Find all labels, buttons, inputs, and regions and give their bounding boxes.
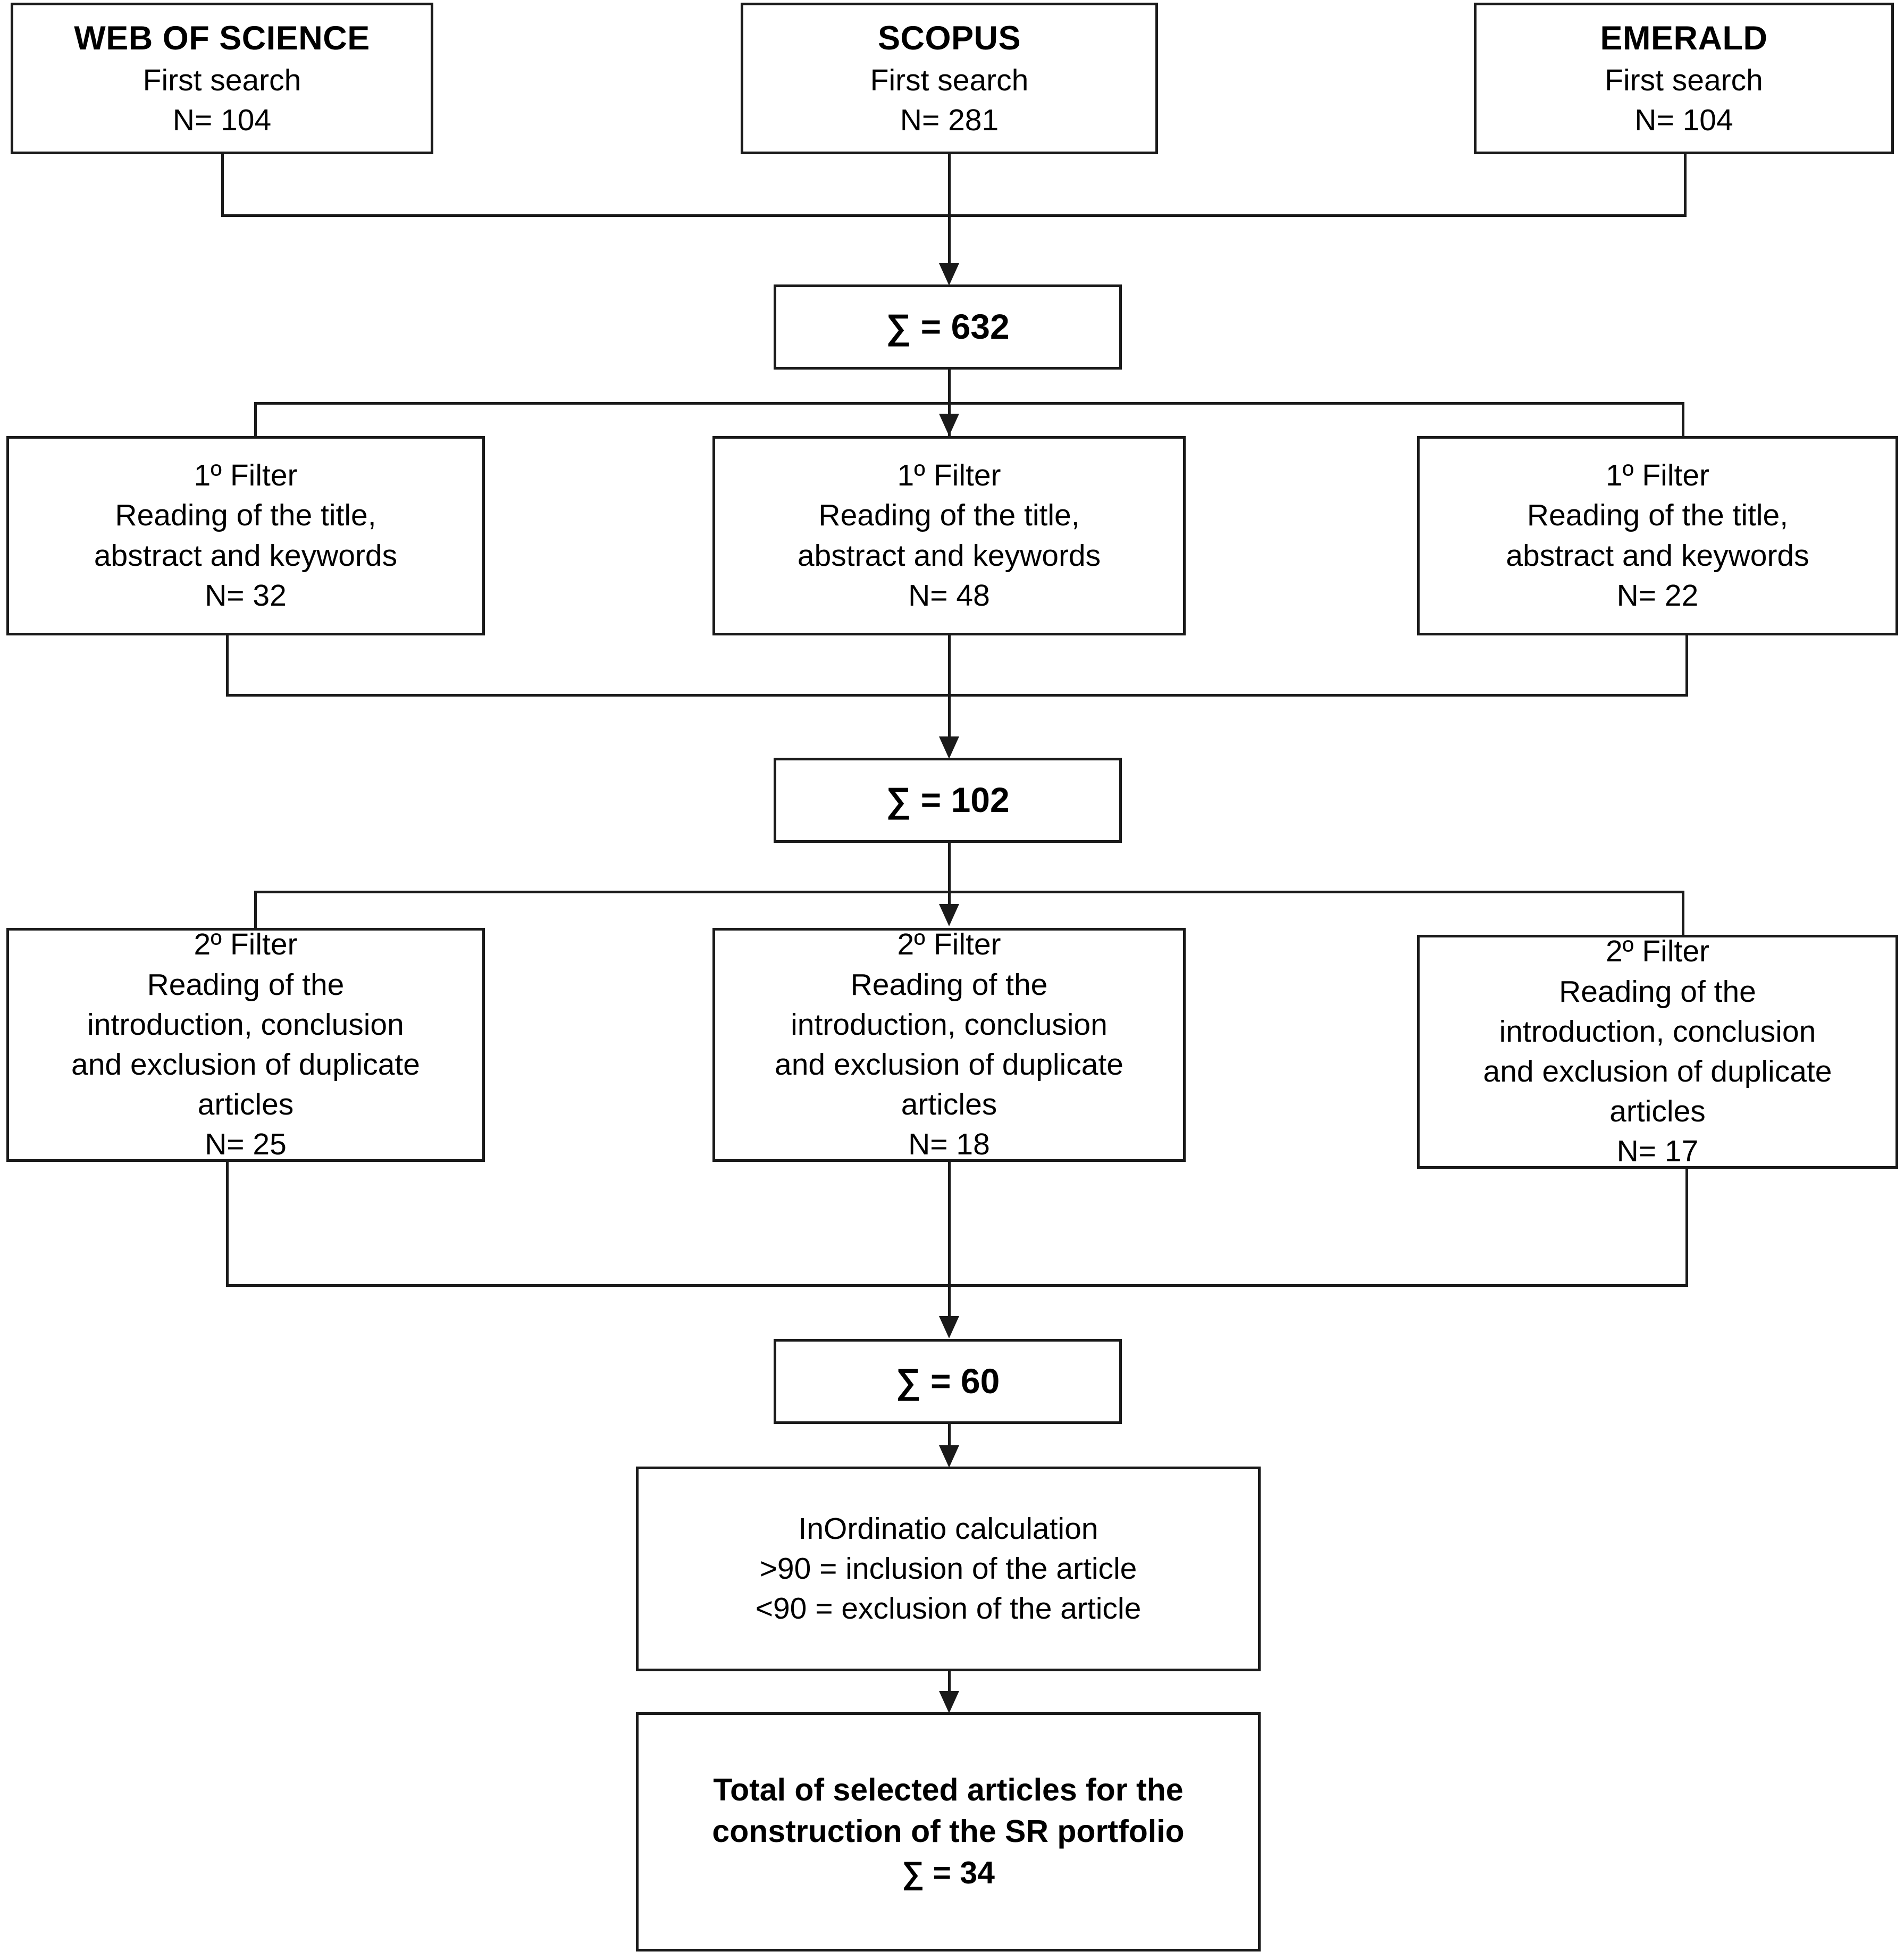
filter-count: N= 32 [205, 578, 287, 613]
source-box-web-of-science: WEB OF SCIENCE First search N= 104 [11, 3, 433, 154]
filter1-box-scopus: 1º Filter Reading of the title, abstract… [712, 436, 1186, 635]
final-portfolio-box: Total of selected articles for the const… [636, 1712, 1261, 1951]
filter-desc-2: abstract and keywords [94, 538, 398, 573]
arrowhead-to-filter2-scopus [939, 904, 959, 926]
connector-emerald-down [1684, 154, 1687, 217]
filter-desc-4: articles [901, 1087, 997, 1122]
sum-label: ∑ = 632 [886, 307, 1010, 347]
connector-sum102-down [948, 843, 951, 909]
arrowhead-to-sum-632 [939, 263, 959, 286]
filter-desc-1: Reading of the title, [115, 498, 376, 533]
filter-heading: 2º Filter [194, 927, 298, 962]
source-title: SCOPUS [877, 19, 1021, 57]
filter-desc-2: introduction, conclusion [1499, 1014, 1816, 1049]
filter-desc-2: introduction, conclusion [791, 1007, 1108, 1042]
sum-label: ∑ = 102 [886, 780, 1010, 820]
source-stage: First search [870, 63, 1029, 97]
connector-scopus-down [948, 154, 951, 269]
source-stage: First search [142, 63, 301, 97]
connector-calculation-down [948, 1671, 951, 1699]
filter-desc-1: Reading of the [850, 967, 1048, 1002]
connector-merge-bar-1 [221, 214, 1687, 217]
source-box-emerald: EMERALD First search N= 104 [1474, 3, 1894, 154]
sum-box-102: ∑ = 102 [774, 758, 1122, 843]
filter-count: N= 18 [908, 1127, 990, 1162]
connector-merge-bar-3 [226, 1284, 1688, 1287]
connector-filter1-wos-down [226, 635, 229, 697]
source-count: N= 281 [900, 103, 999, 138]
filter-desc-1: Reading of the [147, 967, 345, 1002]
connector-filter2-emerald-down [1685, 1169, 1688, 1287]
filter2-box-emerald: 2º Filter Reading of the introduction, c… [1417, 934, 1898, 1169]
filter-count: N= 22 [1616, 578, 1699, 613]
source-count: N= 104 [1634, 103, 1733, 138]
connector-split-left-1 [254, 402, 257, 436]
filter-desc-1: Reading of the title, [818, 498, 1080, 533]
sum-box-632: ∑ = 632 [774, 284, 1122, 370]
connector-split-right-2 [1682, 891, 1684, 936]
filter-heading: 1º Filter [1605, 458, 1710, 493]
connector-merge-bar-2 [226, 694, 1688, 697]
filter-desc-3: and exclusion of duplicate [775, 1048, 1123, 1082]
filter-heading: 2º Filter [1605, 934, 1710, 969]
connector-split-bar-1 [254, 402, 1684, 405]
filter-desc-3: and exclusion of duplicate [71, 1048, 420, 1082]
filter-count: N= 25 [205, 1127, 287, 1162]
filter-desc-2: abstract and keywords [1506, 538, 1809, 573]
filter-heading: 1º Filter [897, 458, 1001, 493]
filter-count: N= 48 [908, 578, 990, 613]
calculation-line-3: <90 = exclusion of the article [755, 1592, 1142, 1626]
final-line-3: ∑ = 34 [902, 1855, 995, 1890]
source-stage: First search [1605, 63, 1763, 97]
connector-wos-down [221, 154, 224, 217]
calculation-line-2: >90 = inclusion of the article [759, 1551, 1137, 1586]
connector-filter2-wos-down [226, 1162, 229, 1287]
filter-desc-3: and exclusion of duplicate [1483, 1054, 1832, 1088]
filter1-box-emerald: 1º Filter Reading of the title, abstract… [1417, 436, 1898, 635]
filter2-box-scopus: 2º Filter Reading of the introduction, c… [712, 927, 1186, 1162]
filter-heading: 2º Filter [897, 927, 1001, 962]
filter2-box-web-of-science: 2º Filter Reading of the introduction, c… [6, 927, 485, 1162]
sum-box-60: ∑ = 60 [774, 1339, 1122, 1424]
arrowhead-to-filter1-scopus [939, 414, 959, 436]
arrowhead-to-calculation [939, 1445, 959, 1468]
arrowhead-to-final [939, 1691, 959, 1713]
final-line-1: Total of selected articles for the [713, 1772, 1184, 1808]
connector-filter2-scopus-down [948, 1162, 951, 1319]
filter-heading: 1º Filter [194, 458, 298, 493]
source-box-scopus: SCOPUS First search N= 281 [741, 3, 1158, 154]
arrowhead-to-sum-60 [939, 1316, 959, 1338]
source-title: EMERALD [1600, 19, 1768, 57]
connector-sum60-down [948, 1424, 951, 1453]
filter-desc-2: abstract and keywords [797, 538, 1101, 573]
connector-filter1-scopus-down [948, 635, 951, 742]
source-count: N= 104 [172, 103, 272, 138]
filter-desc-1: Reading of the [1559, 974, 1756, 1009]
filter-desc-2: introduction, conclusion [87, 1007, 404, 1042]
connector-split-left-2 [254, 891, 257, 928]
calculation-box: InOrdinatio calculation >90 = inclusion … [636, 1467, 1261, 1671]
connector-split-bar-2 [254, 891, 1684, 893]
connector-filter1-emerald-down [1685, 635, 1688, 697]
arrowhead-to-sum-102 [939, 736, 959, 759]
final-line-2: construction of the SR portfolio [712, 1814, 1185, 1849]
filter-desc-4: articles [197, 1087, 294, 1122]
source-title: WEB OF SCIENCE [74, 19, 370, 57]
filter1-box-web-of-science: 1º Filter Reading of the title, abstract… [6, 436, 485, 635]
sum-label: ∑ = 60 [895, 1361, 1000, 1401]
filter-desc-4: articles [1609, 1094, 1706, 1129]
filter-desc-1: Reading of the title, [1526, 498, 1789, 533]
connector-split-right-1 [1682, 402, 1684, 436]
calculation-line-1: InOrdinatio calculation [798, 1511, 1098, 1546]
filter-count: N= 17 [1616, 1134, 1699, 1169]
